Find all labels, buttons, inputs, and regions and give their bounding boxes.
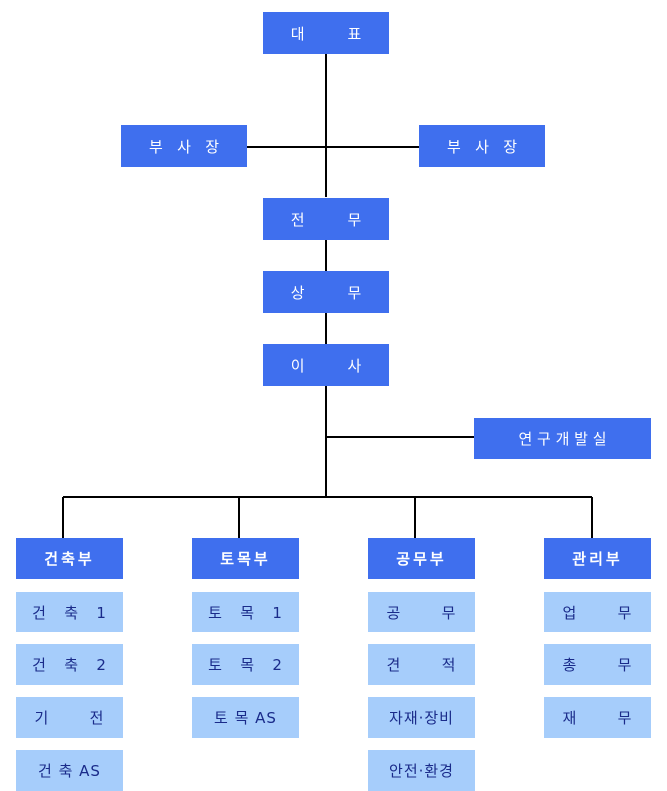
unit-box: 공 무 [368, 592, 475, 632]
vice-president-left-box: 부 사 장 [121, 125, 247, 167]
unit-box: 토 목 AS [192, 697, 299, 738]
senior-managing-director-box: 전 무 [263, 198, 389, 240]
unit-box: 토 목 2 [192, 644, 299, 685]
dept-construction-admin-box: 공무부 [368, 538, 475, 579]
unit-box: 견 적 [368, 644, 475, 685]
dept-civil-box: 토목부 [192, 538, 299, 579]
unit-box: 안전·환경 [368, 750, 475, 791]
managing-director-box: 상 무 [263, 271, 389, 313]
unit-box: 건 축 1 [16, 592, 123, 632]
dept-management-box: 관리부 [544, 538, 651, 579]
unit-box: 재 무 [544, 697, 651, 738]
unit-box: 건 축 2 [16, 644, 123, 685]
dept-architecture-box: 건축부 [16, 538, 123, 579]
director-box: 이 사 [263, 344, 389, 386]
rnd-office-box: 연 구 개 발 실 [474, 418, 651, 459]
unit-box: 기 전 [16, 697, 123, 738]
unit-box: 총 무 [544, 644, 651, 685]
unit-box: 자재·장비 [368, 697, 475, 738]
unit-box: 업 무 [544, 592, 651, 632]
vice-president-right-box: 부 사 장 [419, 125, 545, 167]
ceo-box: 대 표 [263, 12, 389, 54]
unit-box: 토 목 1 [192, 592, 299, 632]
unit-box: 건 축 AS [16, 750, 123, 791]
